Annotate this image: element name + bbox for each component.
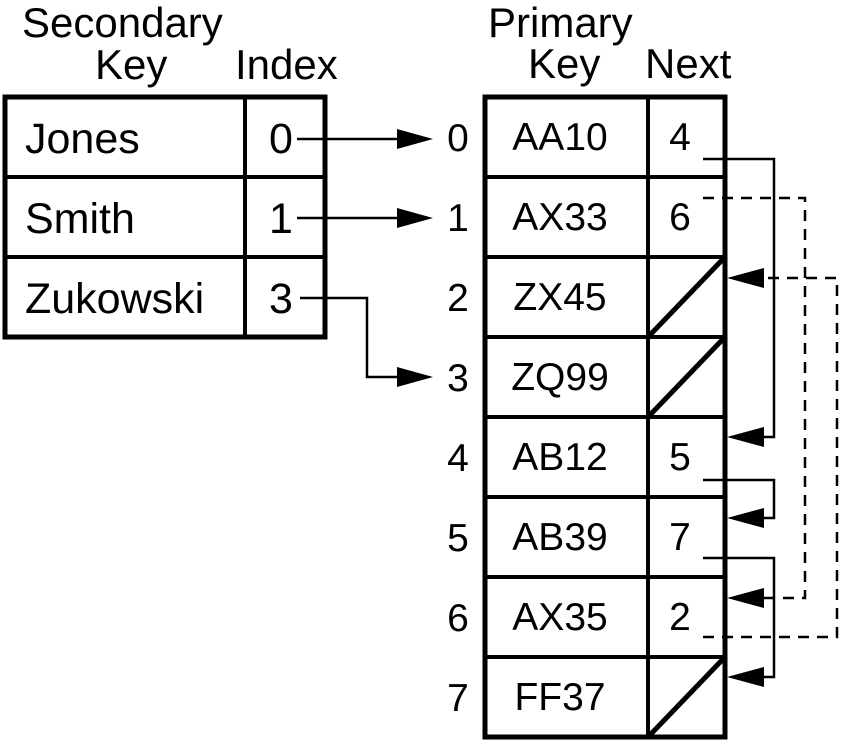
primary-table-title: Primary bbox=[488, 0, 633, 46]
secondary-key-cell: Smith bbox=[25, 195, 135, 243]
link-slot-0-to-slot-4 bbox=[703, 157, 776, 447]
table-row: Jones 0 bbox=[25, 115, 293, 163]
arrowhead-left-icon bbox=[727, 508, 764, 528]
null-pointer-slash-icon bbox=[647, 256, 726, 338]
null-pointer-slash-icon bbox=[647, 336, 726, 418]
secondary-index-cell: 1 bbox=[269, 195, 293, 243]
link-slot-1-to-slot-6 bbox=[703, 196, 807, 608]
secondary-table-title: Secondary bbox=[22, 0, 223, 46]
primary-next-cell: 2 bbox=[669, 596, 691, 639]
primary-key-cell: ZX45 bbox=[513, 276, 606, 319]
primary-next-cell: 4 bbox=[669, 116, 691, 159]
link-jones-to-slot-0 bbox=[297, 129, 433, 149]
arrowhead-left-icon bbox=[727, 427, 764, 447]
slot-label: 2 bbox=[447, 277, 469, 320]
slot-label: 3 bbox=[447, 357, 469, 400]
arrow-line bbox=[703, 276, 839, 639]
secondary-key-cell: Jones bbox=[25, 115, 140, 163]
arrow-line bbox=[703, 196, 807, 600]
secondary-index-cell: 0 bbox=[269, 115, 293, 163]
primary-key-cell: AB39 bbox=[512, 516, 607, 559]
primary-key-cell: AB12 bbox=[512, 436, 607, 479]
link-smith-to-slot-1 bbox=[297, 208, 433, 228]
link-slot-5-to-slot-7 bbox=[703, 556, 776, 687]
arrowhead-right-icon bbox=[397, 367, 433, 387]
primary-key-cell: ZQ99 bbox=[511, 356, 609, 399]
link-slot-4-to-slot-5 bbox=[703, 478, 776, 528]
primary-key-column-header: Key bbox=[528, 40, 600, 87]
slot-label: 6 bbox=[447, 597, 469, 640]
arrowhead-left-icon bbox=[727, 268, 764, 288]
primary-slot-labels: 0 1 2 3 4 5 6 7 bbox=[447, 117, 469, 720]
primary-key-cell: AA10 bbox=[512, 116, 607, 159]
primary-table: AA10 AX33 ZX45 ZQ99 AB12 AB39 AX35 FF37 … bbox=[482, 94, 728, 740]
primary-next-column-header: Next bbox=[645, 40, 732, 87]
primary-next-cell: 5 bbox=[669, 436, 691, 479]
table-row: Zukowski 3 bbox=[25, 275, 293, 323]
null-pointer-slash-icon bbox=[647, 656, 726, 738]
arrow-line bbox=[703, 478, 776, 520]
slot-label: 7 bbox=[447, 677, 469, 720]
arrow-line bbox=[703, 157, 776, 439]
slot-label: 4 bbox=[447, 437, 469, 480]
slot-label: 0 bbox=[447, 117, 469, 160]
primary-key-cell: AX33 bbox=[512, 196, 607, 239]
link-zukowski-to-slot-3 bbox=[300, 296, 433, 387]
arrow-line bbox=[300, 296, 399, 379]
arrow-line bbox=[703, 556, 776, 679]
arrowhead-left-icon bbox=[727, 667, 764, 687]
secondary-index-column-header: Index bbox=[235, 41, 338, 88]
arrowhead-right-icon bbox=[397, 129, 433, 149]
secondary-index-cell: 3 bbox=[269, 275, 293, 323]
primary-next-cell: 7 bbox=[669, 516, 691, 559]
secondary-key-column-header: Key bbox=[95, 41, 167, 88]
primary-key-cell: AX35 bbox=[512, 596, 607, 639]
table-row: Smith 1 bbox=[25, 195, 293, 243]
link-slot-6-to-slot-2 bbox=[703, 268, 839, 639]
arrowhead-right-icon bbox=[397, 208, 433, 228]
arrowhead-left-icon bbox=[727, 588, 764, 608]
primary-key-cell: FF37 bbox=[514, 676, 605, 719]
slot-label: 5 bbox=[447, 517, 469, 560]
secondary-table: Jones 0 Smith 1 Zukowski 3 bbox=[2, 94, 328, 340]
primary-next-cell: 6 bbox=[669, 196, 691, 239]
secondary-key-cell: Zukowski bbox=[25, 275, 204, 323]
slot-label: 1 bbox=[447, 197, 469, 240]
